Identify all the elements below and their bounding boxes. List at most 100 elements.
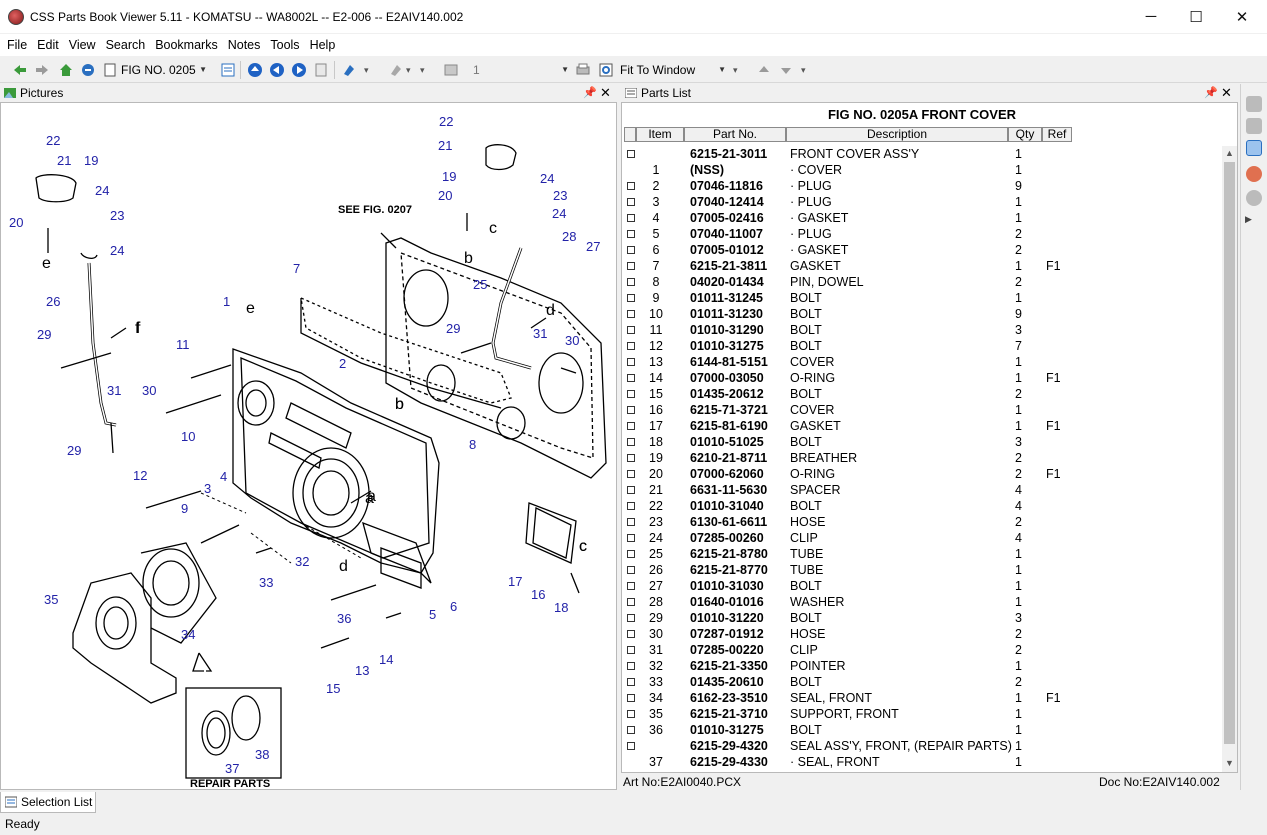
row-checkbox[interactable] — [627, 198, 635, 206]
callout-label[interactable]: 15 — [326, 681, 340, 696]
row-checkbox[interactable] — [627, 262, 635, 270]
toolbar-grip[interactable]: ▾ — [801, 65, 806, 75]
callout-label[interactable]: 12 — [133, 468, 147, 483]
note-dropdown[interactable]: ▾ — [406, 65, 411, 75]
callout-label[interactable]: 34 — [181, 627, 195, 642]
callout-label[interactable]: 25 — [473, 277, 487, 292]
callout-label[interactable]: 20 — [9, 215, 23, 230]
row-checkbox[interactable] — [627, 326, 635, 334]
callout-label[interactable]: d — [339, 558, 348, 575]
previous-icon[interactable] — [269, 62, 285, 78]
row-checkbox[interactable] — [627, 358, 635, 366]
header-item[interactable]: Item — [636, 127, 684, 142]
callout-label[interactable]: c — [579, 538, 587, 555]
row-checkbox[interactable] — [627, 342, 635, 350]
pictures-close-icon[interactable]: ✕ — [600, 85, 611, 100]
row-checkbox[interactable] — [627, 550, 635, 558]
toolbar-grip[interactable]: ▾ — [733, 65, 738, 75]
callout-label[interactable]: 36 — [337, 611, 351, 626]
zoom-combo[interactable]: Fit To Window▼ — [617, 60, 729, 80]
callout-label[interactable]: 28 — [562, 229, 576, 244]
callout-label[interactable]: 30 — [565, 333, 579, 348]
zoom-icon[interactable] — [598, 62, 614, 78]
callout-label[interactable]: 21 — [57, 153, 71, 168]
callout-label[interactable]: 1 — [223, 294, 230, 309]
callout-label[interactable]: 7 — [293, 261, 300, 276]
row-checkbox[interactable] — [627, 726, 635, 734]
callout-label[interactable]: 33 — [259, 575, 273, 590]
row-checkbox[interactable] — [627, 486, 635, 494]
callout-label[interactable]: 22 — [439, 114, 453, 129]
header-ref[interactable]: Ref — [1042, 127, 1072, 142]
callout-label[interactable]: 32 — [295, 554, 309, 569]
book-icon[interactable] — [80, 62, 96, 78]
callout-label[interactable]: 31 — [533, 326, 547, 341]
menu-edit[interactable]: Edit — [37, 38, 59, 52]
callout-label[interactable]: 26 — [46, 294, 60, 309]
next-icon[interactable] — [291, 62, 307, 78]
callout-label[interactable]: 21 — [438, 138, 452, 153]
callout-label[interactable]: 17 — [508, 574, 522, 589]
header-qty[interactable]: Qty — [1008, 127, 1042, 142]
callout-label[interactable]: 2 — [339, 356, 346, 371]
row-checkbox[interactable] — [627, 534, 635, 542]
row-checkbox[interactable] — [627, 294, 635, 302]
menu-bookmarks[interactable]: Bookmarks — [155, 38, 218, 52]
side-search-icon[interactable] — [1246, 166, 1262, 182]
callout-label[interactable]: 6 — [450, 599, 457, 614]
tool-a-icon[interactable] — [756, 62, 772, 78]
callout-label[interactable]: 29 — [446, 321, 460, 336]
print-icon[interactable] — [575, 62, 591, 78]
callout-label[interactable]: 24 — [552, 206, 566, 221]
row-checkbox[interactable] — [627, 630, 635, 638]
menu-notes[interactable]: Notes — [227, 38, 261, 52]
callout-label[interactable]: 3 — [204, 481, 211, 496]
row-checkbox[interactable] — [627, 182, 635, 190]
callout-label[interactable]: 35 — [44, 592, 58, 607]
toolbar-grip[interactable]: ▾ — [364, 65, 369, 75]
row-checkbox[interactable] — [627, 374, 635, 382]
row-checkbox[interactable] — [627, 566, 635, 574]
figure-combo[interactable]: FIG NO. 0205▼ — [118, 60, 210, 80]
menu-help[interactable]: Help — [309, 38, 336, 52]
home-icon[interactable] — [58, 62, 74, 78]
callout-label[interactable]: 19 — [84, 153, 98, 168]
callout-label[interactable]: 37 — [225, 761, 239, 776]
row-checkbox[interactable] — [627, 646, 635, 654]
callout-label[interactable]: 29 — [67, 443, 81, 458]
back-icon[interactable] — [12, 62, 28, 78]
row-checkbox[interactable] — [627, 694, 635, 702]
up-icon[interactable] — [247, 62, 263, 78]
row-checkbox[interactable] — [627, 246, 635, 254]
callout-label[interactable]: 5 — [429, 607, 436, 622]
row-checkbox[interactable] — [627, 470, 635, 478]
maximize-button[interactable]: ☐ — [1189, 8, 1203, 26]
tool-b-icon[interactable] — [778, 62, 794, 78]
side-zoom-icon[interactable] — [1246, 190, 1262, 206]
callout-label[interactable]: 22 — [46, 133, 60, 148]
callout-label[interactable]: 20 — [438, 188, 452, 203]
side-tool-2-icon[interactable] — [1246, 118, 1262, 134]
note-icon[interactable] — [388, 62, 404, 78]
